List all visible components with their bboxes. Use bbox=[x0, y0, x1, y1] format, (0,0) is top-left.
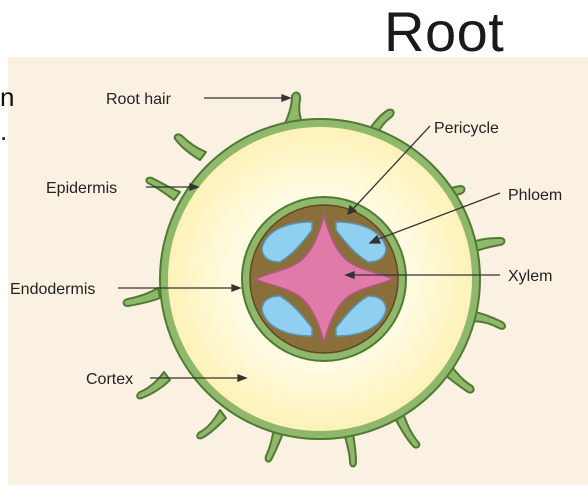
root-hair-left bbox=[122, 287, 161, 307]
root-hair-bottom-right2 bbox=[393, 409, 421, 449]
root-hair-top bbox=[283, 91, 305, 129]
label-epidermis: Epidermis bbox=[46, 180, 117, 197]
root-hair-top-left bbox=[173, 133, 207, 161]
label-pericycle: Pericycle bbox=[434, 120, 499, 137]
root-hair-bottom-left bbox=[264, 427, 285, 463]
label-root-hair: Root hair bbox=[106, 91, 172, 108]
label-xylem: Xylem bbox=[508, 268, 552, 285]
root-hair-left-upper bbox=[145, 176, 181, 201]
page-title: Root bbox=[384, 0, 505, 63]
label-cortex: Cortex bbox=[86, 371, 133, 388]
root-hair-left-lower bbox=[136, 371, 171, 400]
root-hair-bottom-left2 bbox=[196, 409, 227, 440]
label-phloem: Phloem bbox=[508, 187, 562, 204]
cropped-text-fragment-bottom: . bbox=[0, 116, 8, 146]
phloem-patches bbox=[261, 221, 387, 337]
xylem-star bbox=[254, 213, 394, 345]
label-endodermis: Endodermis bbox=[10, 281, 95, 298]
leader-lines bbox=[118, 94, 501, 382]
cropped-text-fragment-top: n bbox=[0, 82, 15, 112]
